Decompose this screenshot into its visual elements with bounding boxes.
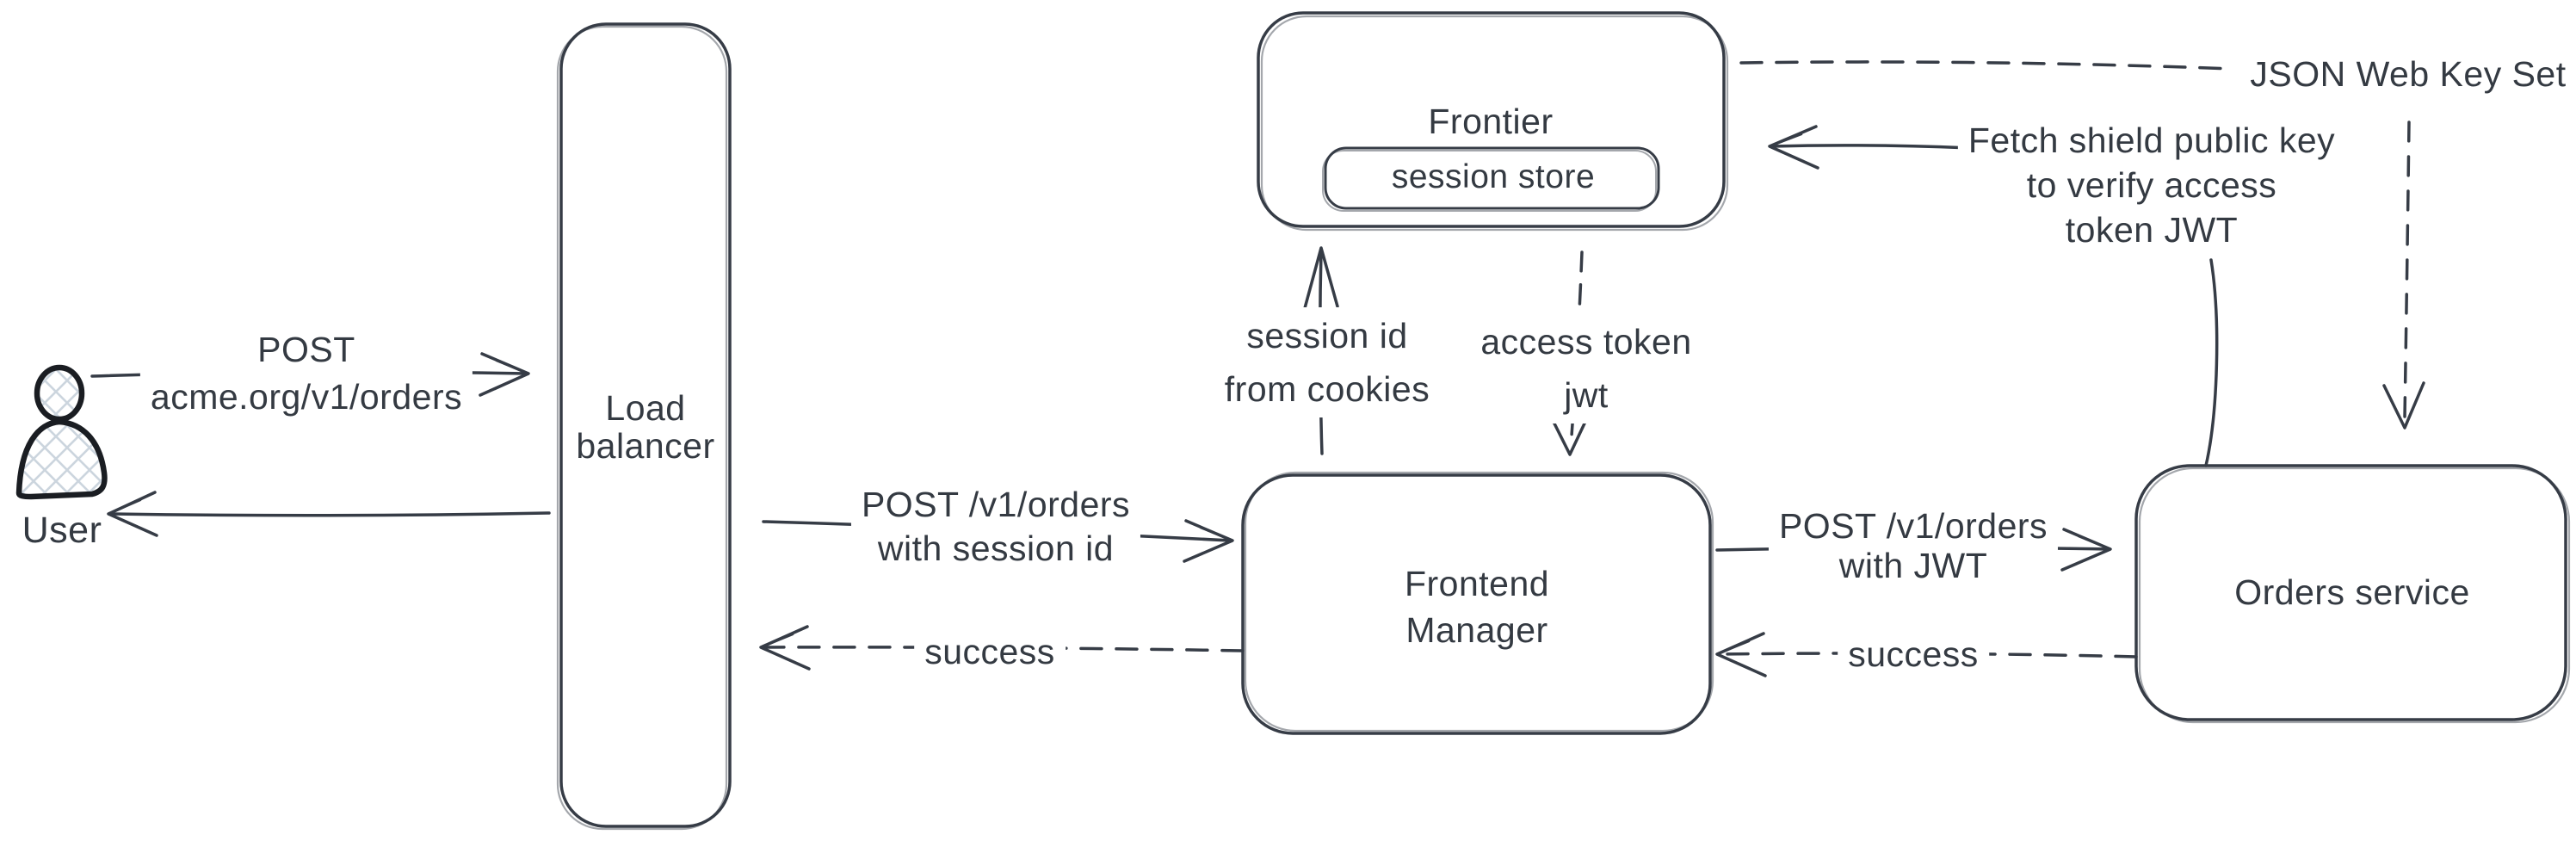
arrow-orders-to-fm-success (1715, 632, 2138, 677)
edge-label-post-jwt: POST /v1/orders with JWT (1768, 504, 2059, 587)
user-label: User (22, 510, 102, 551)
line-jwks-to-orders (2382, 121, 2425, 430)
arrow-lb-to-user (107, 491, 551, 537)
user-head (34, 364, 85, 423)
edge-label-post-session-id: POST /v1/orders with session id (850, 481, 1141, 572)
arrow-orders-to-frontier-fetch-key (1768, 125, 2219, 467)
orders-service-label: Orders service (2234, 572, 2470, 612)
load-balancer-node (556, 22, 732, 831)
edge-label-success-right: success (1838, 630, 1989, 678)
arrowhead-down (1547, 407, 1593, 456)
frontier-label: Frontier (1428, 102, 1554, 141)
frontend-manager-label: Frontend Manager (1404, 564, 1550, 650)
jwks-label: JSON Web Key Set (2250, 54, 2567, 94)
arrowhead-up (1303, 246, 1339, 310)
line-frontier-to-jwks (1739, 60, 2235, 71)
arrow-fm-to-lb-success (759, 625, 1245, 671)
frontend-manager-node (1241, 471, 1714, 735)
edge-label-fetch-public-key: Fetch shield public key to verify access… (1957, 116, 2346, 254)
user-figure (15, 364, 108, 500)
session-store-node (1322, 146, 1660, 212)
edge-label-session-id-cookies: session id from cookies (1214, 307, 1441, 417)
arrowhead-down (2382, 381, 2425, 430)
session-store-label: session store (1391, 158, 1596, 195)
edge-label-success-left: success (914, 628, 1066, 676)
user-body (15, 418, 108, 500)
orders-service-node (2134, 464, 2571, 724)
edge-label-access-token-jwt: access token jwt (1470, 313, 1702, 424)
load-balancer-label: Load balancer (576, 388, 715, 466)
edge-label-post-acme: POST acme.org/v1/orders (139, 325, 473, 423)
frontier-node (1257, 11, 1729, 232)
